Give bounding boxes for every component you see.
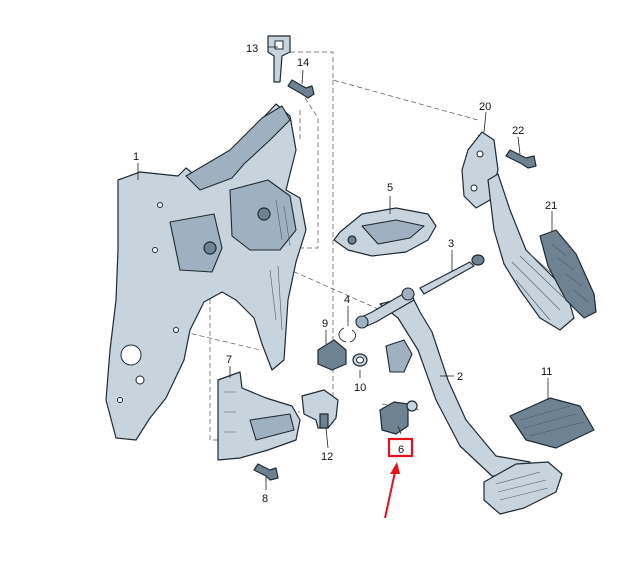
pedal-bracket-part-1 [105,103,307,441]
callout-21: 21 [545,200,557,212]
bracket-part-7 [217,371,301,461]
callout-13: 13 [246,43,258,55]
leader-lines [137,46,553,490]
sensor-part-9 [317,339,347,371]
ring-part-10 [352,353,368,367]
bolt-part-22 [505,149,537,169]
callout-11: 11 [541,366,552,378]
callout-1: 1 [133,151,139,163]
callout-22: 22 [512,125,524,137]
pedal-pad-part-21 [539,229,597,319]
highlight-annotation [384,437,414,519]
pad-cover-part-11 [509,397,595,449]
callout-9: 9 [322,318,328,330]
highlight-box [387,437,414,458]
callout-2: 2 [457,371,463,383]
screw-part-14 [287,79,315,99]
callout-7: 7 [226,354,232,366]
accelerator-pedal-arm [487,173,575,331]
callout-10: 10 [354,382,366,394]
callout-5: 5 [387,182,393,194]
callout-4: 4 [344,294,350,306]
bracket-tab-part-13 [267,35,291,83]
brake-pedal-lever-part-2 [355,287,531,477]
highlight-arrow-head [390,462,400,474]
callout-3: 3 [448,238,454,250]
callout-8: 8 [262,493,268,505]
switch-part-6 [379,400,418,435]
callout-20: 20 [479,101,491,113]
cover-part-5 [333,207,437,257]
pivot-pin-part-3 [419,254,485,295]
switch-part-12 [301,389,339,429]
callout-14: 14 [297,57,309,69]
screw-part-8 [253,463,279,481]
callout-6: 6 [398,444,404,456]
callout-labels: 13 14 1 5 3 4 9 10 2 20 22 21 11 7 8 12 … [133,43,557,505]
highlight-arrow-shaft [384,471,396,519]
callout-12: 12 [321,451,333,463]
brake-pedal-pad [483,461,563,515]
clip-part-4 [338,327,356,343]
